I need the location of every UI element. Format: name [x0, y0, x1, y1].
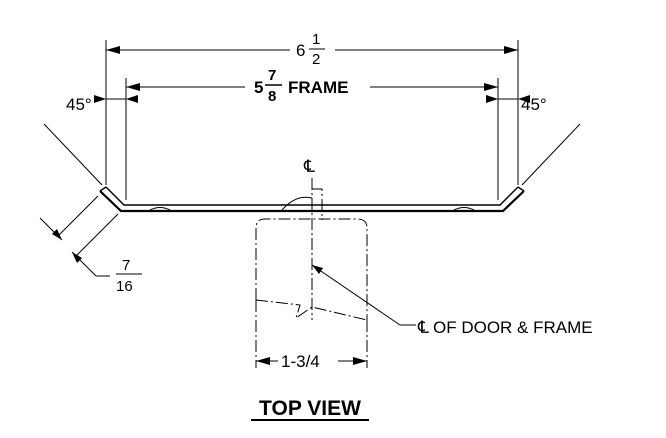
centerline: ℄: [303, 157, 323, 320]
overall-width-numerator: 1: [312, 31, 320, 48]
overall-width-dimension: 6 1 2: [105, 31, 519, 185]
view-title-group: TOP VIEW: [251, 397, 369, 421]
overall-width-whole: 6: [296, 41, 305, 60]
frame-width-numerator: 7: [268, 67, 276, 84]
angle-right-callout: 45°: [486, 95, 581, 186]
door-thickness-label: 1-3/4: [281, 352, 320, 371]
door-section: [255, 218, 368, 368]
angle-right-label: 45°: [521, 95, 547, 114]
frame-width-dimension: 5 7 8 FRAME: [125, 67, 499, 200]
frame-width-whole: 5: [254, 78, 263, 97]
centerline-callout: ℄ OF DOOR & FRAME: [311, 264, 593, 337]
return-depth-denominator: 16: [116, 278, 133, 295]
return-depth-dimension: 7 16: [39, 195, 142, 295]
view-title: TOP VIEW: [259, 397, 361, 420]
angle-left-callout: 45°: [43, 95, 138, 186]
callout-symbol: ℄: [417, 318, 429, 337]
callout-text: OF DOOR & FRAME: [433, 318, 593, 337]
return-depth-numerator: 7: [122, 257, 130, 274]
centerline-symbol: ℄: [303, 157, 315, 176]
frame-width-denominator: 8: [268, 88, 276, 105]
frame-width-suffix: FRAME: [288, 78, 348, 97]
door-thickness-dimension: 1-3/4: [256, 352, 367, 371]
overall-width-denominator: 2: [312, 51, 320, 68]
angle-left-label: 45°: [66, 95, 92, 114]
